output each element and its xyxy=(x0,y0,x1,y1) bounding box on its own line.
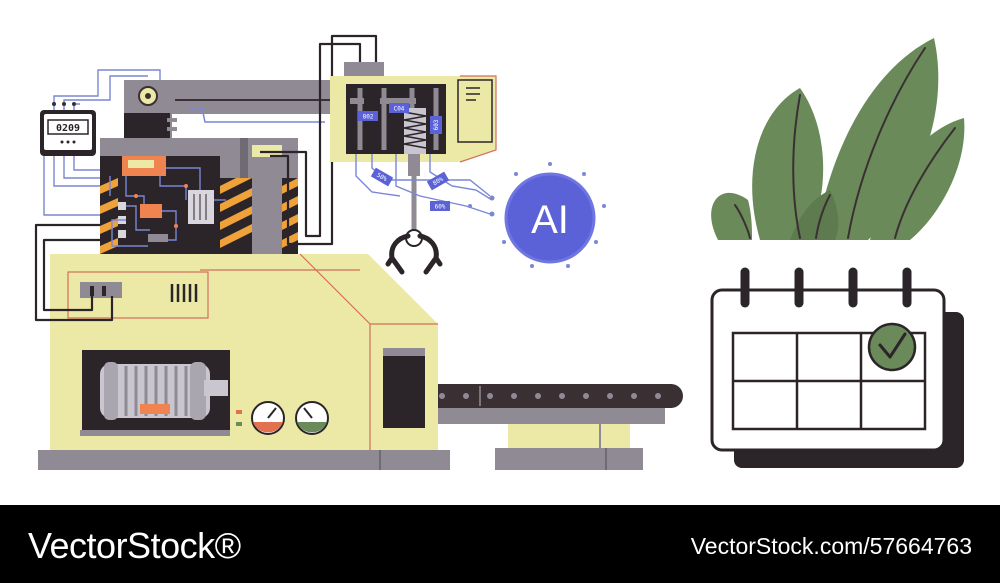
ai-label: AI xyxy=(531,198,569,242)
svg-text:802: 802 xyxy=(363,114,374,121)
spring-actuator xyxy=(403,108,427,154)
ai-badge: AI xyxy=(502,162,606,268)
vectorstock-logo: VectorStock® xyxy=(28,525,241,566)
chip-80: 80% xyxy=(426,171,450,191)
plant-icon xyxy=(711,38,965,240)
electric-motor-icon xyxy=(80,350,230,436)
svg-text:80%: 80% xyxy=(432,176,445,188)
chip-c04: C04 xyxy=(389,103,409,113)
svg-text:C04: C04 xyxy=(394,106,405,113)
factory-machine xyxy=(38,80,450,470)
check-mark-icon xyxy=(867,322,917,372)
digital-meter: 0209 xyxy=(40,69,161,216)
calendar-icon xyxy=(710,267,964,468)
chip-603: 603 xyxy=(430,116,442,134)
factory-automation-illustration: 0209 xyxy=(34,34,965,470)
calendar-grid xyxy=(731,331,927,431)
svg-text:50%: 50% xyxy=(375,172,388,184)
watermark-footer: VectorStock® VectorStock.com/57664763 xyxy=(0,505,1000,583)
meter-display: 0209 xyxy=(56,123,80,134)
chip-802: 802 xyxy=(358,111,378,121)
power-cables xyxy=(34,34,378,322)
chip-60: 60% xyxy=(430,201,450,211)
robot-controller-box: 802 C04 603 xyxy=(330,62,497,163)
chip-50: 50% xyxy=(370,167,394,187)
svg-text:60%: 60% xyxy=(435,204,446,211)
robot-gripper-icon xyxy=(385,154,443,275)
svg-text:603: 603 xyxy=(433,119,440,130)
pressure-gauge-icon xyxy=(236,401,329,435)
image-id: VectorStock.com/57664763 xyxy=(690,533,972,559)
